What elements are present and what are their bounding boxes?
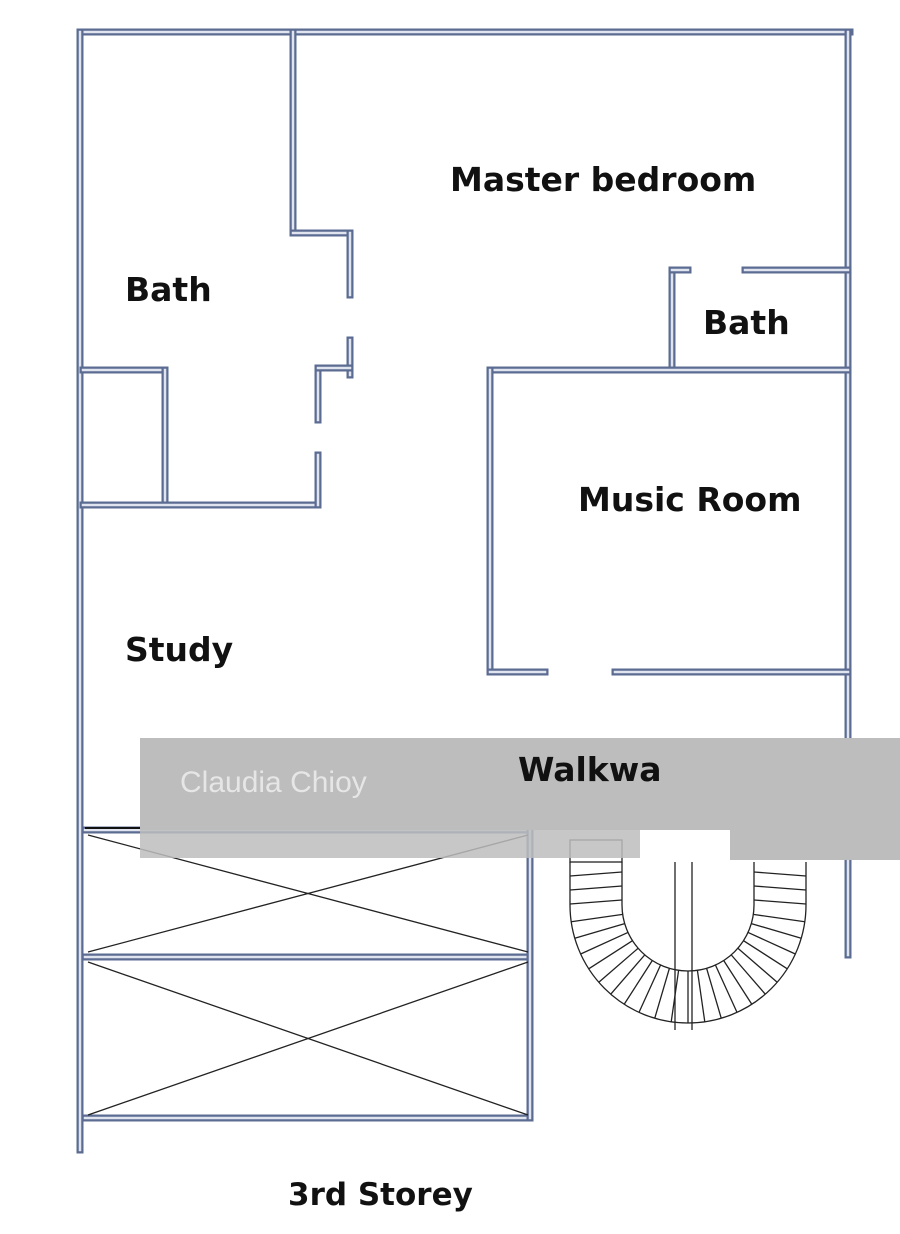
stair-tread [654, 968, 671, 1019]
stair-tread [623, 960, 653, 1005]
stair-tread [580, 931, 629, 955]
floor-title: 3rd Storey [288, 1177, 473, 1213]
stair-tread [747, 931, 796, 955]
stair-tread [753, 899, 807, 905]
stair-tread [569, 871, 623, 877]
watermark-text: Claudia Chioy [180, 766, 367, 799]
void-areas [85, 827, 650, 1116]
spiral-staircase [569, 839, 807, 1030]
stair-tread [705, 968, 722, 1019]
stair-tread [610, 954, 646, 995]
walls [76, 28, 854, 1154]
stair-tread [723, 960, 753, 1005]
stair-tread [696, 970, 706, 1022]
room-label-walkway: Walkwa [518, 750, 662, 789]
room-label-bath-left: Bath [125, 270, 212, 309]
stair-tread [730, 954, 766, 995]
stair-tread [737, 947, 778, 983]
stair-tread [670, 970, 680, 1022]
stair-tread [638, 964, 662, 1013]
watermark-banner-lower [140, 828, 640, 858]
stair-tread [753, 885, 807, 891]
stair-tread [753, 913, 805, 923]
void-cross-line [87, 961, 529, 1116]
stair-tread [714, 964, 738, 1013]
stair-tread [598, 947, 639, 983]
stair-tread [571, 913, 623, 923]
stair-tread [574, 922, 625, 939]
stair-tread [751, 922, 802, 939]
stair-tread [588, 940, 633, 970]
room-label-bath-right: Bath [703, 303, 790, 342]
stair-tread [743, 940, 788, 970]
stair-inner-edge [621, 862, 755, 972]
stair-tread [753, 871, 807, 877]
room-label-study: Study [125, 630, 234, 669]
room-label-master-bedroom: Master bedroom [450, 160, 757, 199]
stair-tread [569, 899, 623, 905]
stair-tread [569, 885, 623, 891]
room-label-music-room: Music Room [578, 480, 802, 519]
watermark-banner [140, 738, 900, 830]
watermark-banner-right [730, 828, 900, 860]
